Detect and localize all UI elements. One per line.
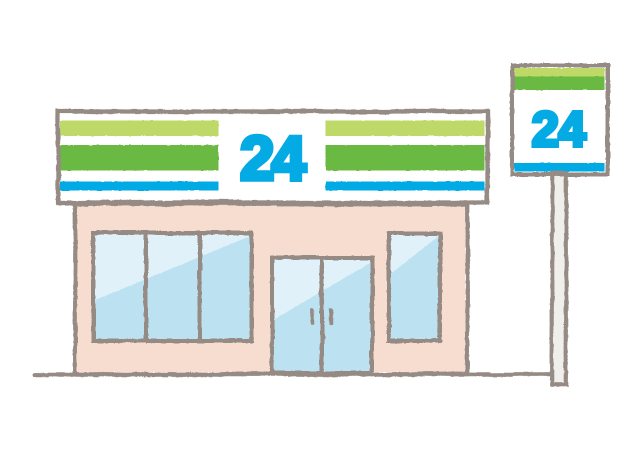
svg-text:24: 24 xyxy=(532,103,586,157)
svg-text:24: 24 xyxy=(240,125,306,194)
